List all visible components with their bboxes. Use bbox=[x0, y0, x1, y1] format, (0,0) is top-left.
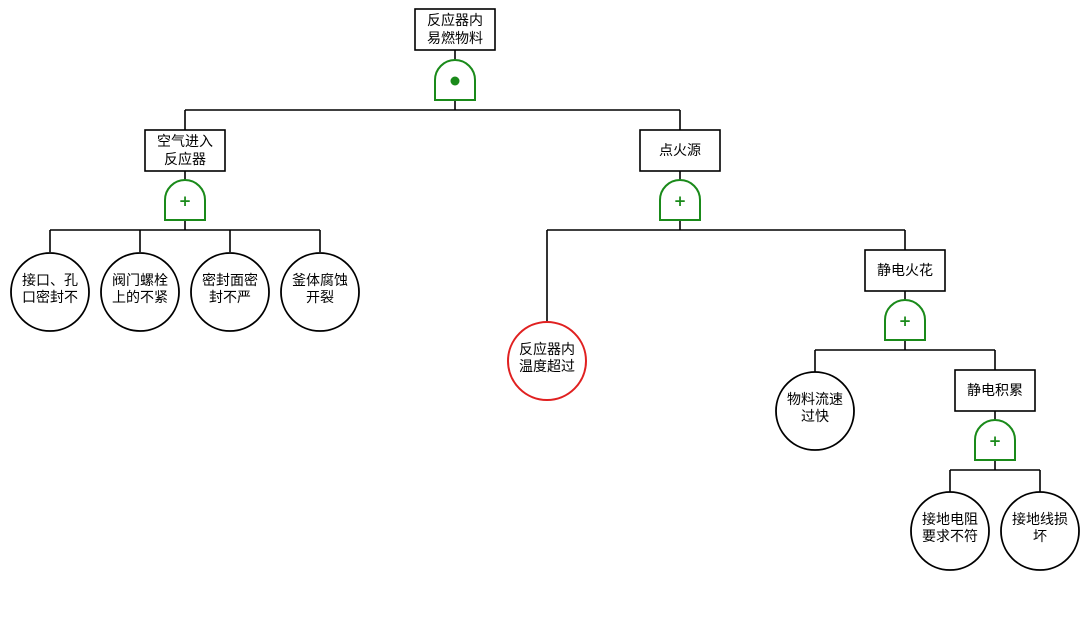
basic-event-b8-line-1: 接地线损 bbox=[1012, 511, 1068, 528]
basic-event-b8[interactable]: 接地线损 坏 bbox=[1000, 491, 1080, 571]
basic-event-b7-circle bbox=[910, 491, 990, 571]
or-gate-air[interactable]: + bbox=[164, 179, 206, 221]
basic-event-b4[interactable]: 釜体腐蚀 开裂 bbox=[280, 252, 360, 332]
basic-event-b1[interactable]: 接口、孔 口密封不 bbox=[10, 252, 90, 332]
basic-event-b2[interactable]: 阀门螺栓 上的不紧 bbox=[100, 252, 180, 332]
basic-event-b6[interactable]: 物料流速 过快 bbox=[775, 371, 855, 451]
or-gate-ignition-plus-icon: + bbox=[674, 192, 687, 210]
event-air-line-1: 空气进入 bbox=[157, 134, 213, 150]
basic-event-b2-line-2: 上的不紧 bbox=[112, 290, 168, 306]
basic-event-b6-line-2: 过快 bbox=[801, 409, 829, 425]
and-gate-top[interactable] bbox=[434, 59, 476, 101]
event-ignition-source[interactable]: 点火源 bbox=[639, 129, 721, 172]
event-ignition-label: 点火源 bbox=[659, 143, 701, 159]
basic-event-b7-line-1: 接地电阻 bbox=[922, 511, 978, 528]
event-static-spark[interactable]: 静电火花 bbox=[864, 249, 946, 292]
or-gate-air-shape bbox=[164, 179, 206, 221]
basic-event-b4-line-2: 开裂 bbox=[306, 290, 334, 306]
event-static-spark-label: 静电火花 bbox=[877, 263, 933, 279]
and-gate-dot-icon bbox=[450, 76, 460, 86]
basic-event-b3-line-1: 密封面密 bbox=[202, 272, 258, 289]
basic-event-b8-circle bbox=[1000, 491, 1080, 571]
event-air-line-2: 反应器 bbox=[164, 151, 206, 168]
basic-event-b1-line-1: 接口、孔 bbox=[22, 272, 78, 289]
connectors bbox=[49, 50, 1041, 492]
basic-event-b5-line-1: 反应器内 bbox=[519, 341, 575, 358]
or-gate-static-spark-shape bbox=[884, 299, 926, 341]
basic-event-b4-circle bbox=[280, 252, 360, 332]
basic-event-b1-circle bbox=[10, 252, 90, 332]
basic-event-b3[interactable]: 密封面密 封不严 bbox=[190, 252, 270, 332]
basic-event-b4-line-1: 釜体腐蚀 bbox=[292, 272, 348, 289]
basic-event-b7[interactable]: 接地电阻 要求不符 bbox=[910, 491, 990, 571]
or-gate-static-accum-plus-icon: + bbox=[989, 432, 1002, 450]
basic-event-b2-line-1: 阀门螺栓 bbox=[112, 273, 168, 289]
event-air-box bbox=[144, 129, 226, 172]
basic-event-b7-line-2: 要求不符 bbox=[922, 529, 978, 545]
event-static-spark-box bbox=[864, 249, 946, 292]
or-gate-ignition[interactable]: + bbox=[659, 179, 701, 221]
basic-event-b3-circle bbox=[190, 252, 270, 332]
basic-event-b5[interactable]: 反应器内 温度超过 bbox=[507, 321, 587, 401]
top-event[interactable]: 反应器内 易燃物料 bbox=[414, 8, 496, 51]
or-gate-static-accum-shape bbox=[974, 419, 1016, 461]
or-gate-static-spark[interactable]: + bbox=[884, 299, 926, 341]
basic-event-b3-line-2: 封不严 bbox=[209, 290, 251, 306]
or-gate-static-spark-plus-icon: + bbox=[899, 312, 912, 330]
or-gate-ignition-shape bbox=[659, 179, 701, 221]
event-static-accum-box bbox=[954, 369, 1036, 412]
top-event-line-2: 易燃物料 bbox=[427, 30, 483, 47]
event-air-enters-reactor[interactable]: 空气进入 反应器 bbox=[144, 129, 226, 172]
or-gate-static-accum[interactable]: + bbox=[974, 419, 1016, 461]
basic-event-b2-circle bbox=[100, 252, 180, 332]
top-event-line-1: 反应器内 bbox=[427, 12, 483, 29]
event-static-accumulation[interactable]: 静电积累 bbox=[954, 369, 1036, 412]
basic-event-b5-circle-highlighted bbox=[507, 321, 587, 401]
basic-event-b1-line-2: 口密封不 bbox=[22, 289, 78, 306]
top-event-box bbox=[414, 8, 496, 51]
or-gate-air-plus-icon: + bbox=[179, 192, 192, 210]
basic-event-b8-line-2: 坏 bbox=[1033, 529, 1047, 545]
basic-event-b5-line-2: 温度超过 bbox=[519, 359, 575, 375]
basic-event-b6-circle bbox=[775, 371, 855, 451]
basic-event-b6-line-1: 物料流速 bbox=[787, 392, 843, 408]
event-static-accum-label: 静电积累 bbox=[967, 383, 1023, 399]
event-ignition-box bbox=[639, 129, 721, 172]
